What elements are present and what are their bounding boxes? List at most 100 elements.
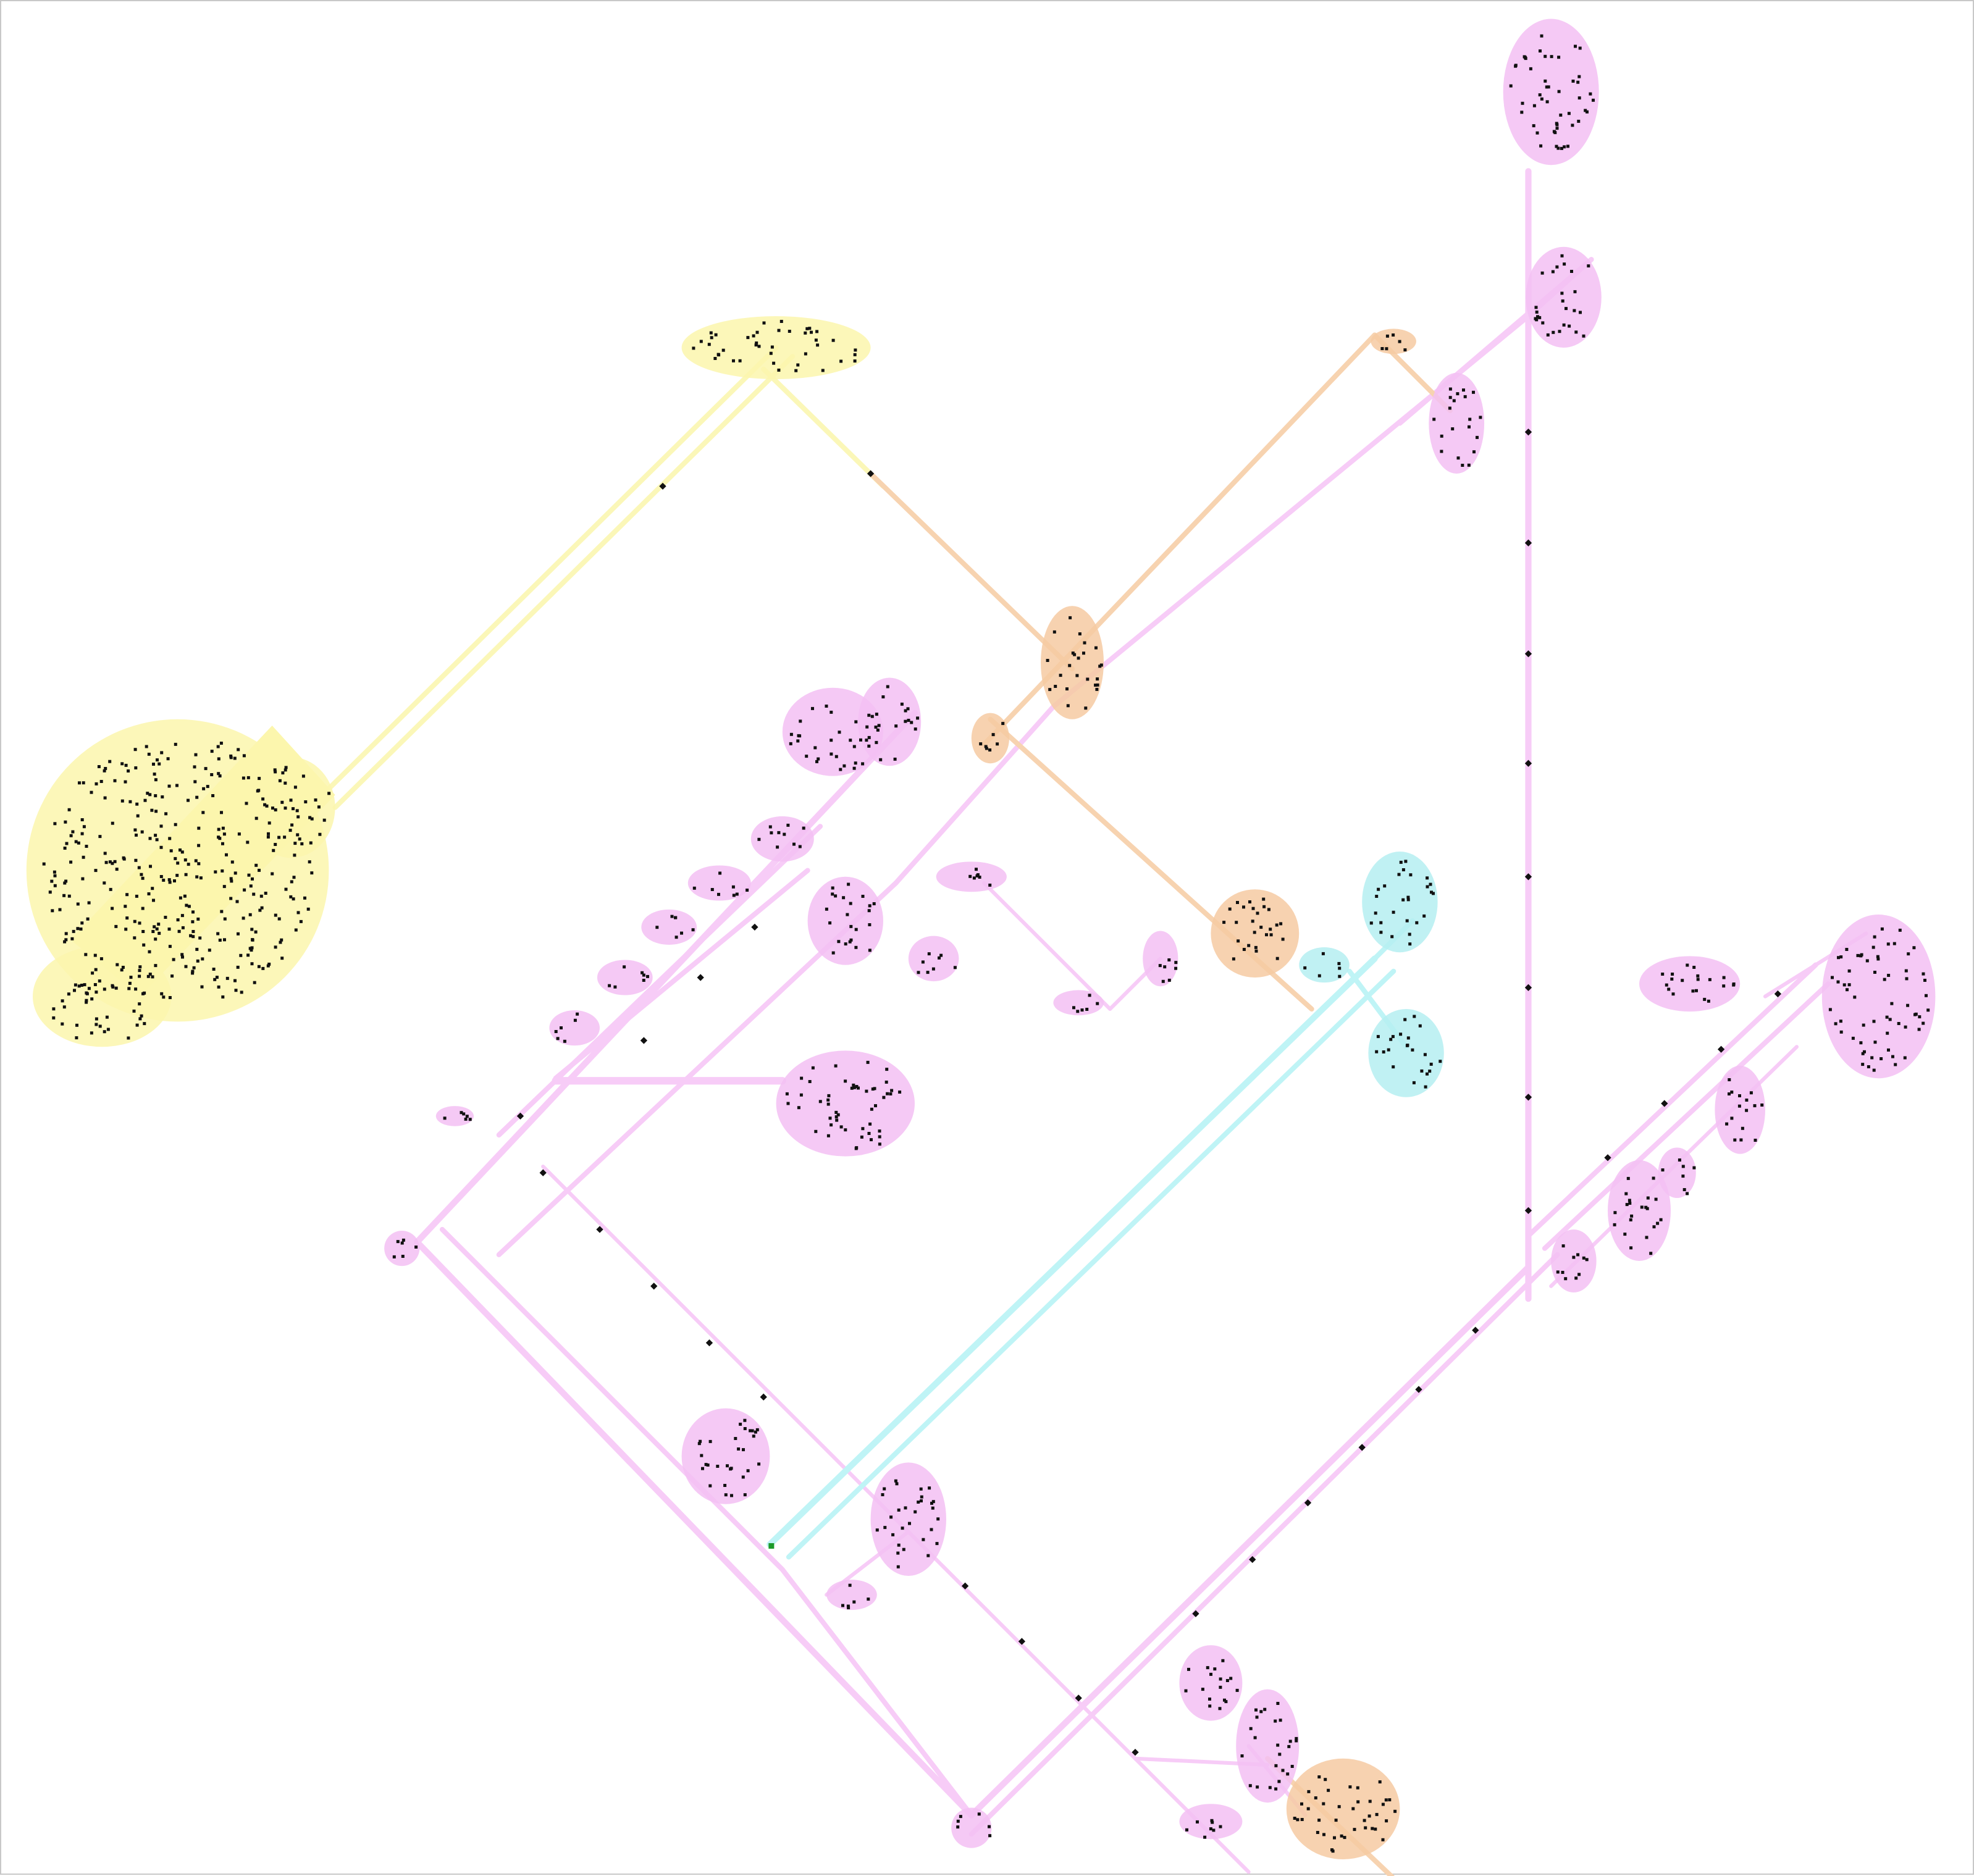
cell-871 [198,936,202,940]
cell-1107 [1430,890,1433,894]
cell-7 [1586,110,1589,114]
cell-500 [1847,969,1851,973]
cell-293 [392,1255,396,1258]
cell-509 [1725,1122,1729,1126]
cell-593 [133,919,136,923]
cell-918 [91,971,94,975]
cell-512 [1749,1091,1753,1095]
cell-116 [815,760,818,763]
cell-471 [1892,942,1896,945]
cell-794 [296,911,300,915]
cell-1125 [1392,910,1395,914]
cell-251 [854,1147,858,1150]
cell-530 [1630,1214,1634,1218]
cell-147 [777,831,781,834]
cell-848 [154,778,158,782]
region-peach-39 [1286,1758,1400,1859]
cell-641 [138,969,141,973]
cell-143 [877,724,881,727]
cell-687 [154,794,158,798]
cell-1079 [1353,1828,1356,1832]
cell-439 [1695,989,1698,992]
cell-86 [1467,463,1471,467]
cell-685 [136,814,140,818]
cell-1082 [1348,1785,1352,1789]
cell-213 [988,883,992,887]
start-marker [768,1543,775,1549]
cell-307 [716,1465,720,1468]
cell-771 [250,962,254,966]
cell-728 [184,965,188,968]
cell-30 [1547,85,1550,89]
lane-pink-7 [496,824,823,1138]
glider-6 [1524,1094,1532,1101]
cell-243 [878,1129,881,1133]
cell-246 [866,1060,870,1064]
cell-140 [875,740,878,744]
cell-412 [1196,1820,1199,1824]
cell-969 [777,368,781,372]
cell-518 [1760,1103,1764,1107]
region-peach-37 [1371,329,1416,354]
cell-1050 [1251,919,1254,923]
cell-482 [1863,1050,1866,1053]
cell-1007 [1086,677,1090,681]
cell-567 [180,953,184,957]
cell-139 [904,709,907,713]
cell-1061 [1254,945,1258,949]
cell-1089 [1364,1826,1367,1830]
cell-669 [79,928,83,931]
cell-211 [968,874,972,878]
glider-24 [1192,1610,1199,1617]
region-cyan-42 [1299,947,1350,983]
region-pink-1 [1526,246,1602,348]
cell-443 [1862,1023,1865,1027]
cell-935 [746,336,750,340]
cell-297 [401,1238,405,1242]
cell-788 [257,965,261,968]
cell-122 [811,706,814,710]
cell-1049 [1232,957,1235,961]
cell-218 [939,953,943,957]
cell-648 [168,996,172,999]
cell-1078 [1331,1849,1335,1853]
cell-1117 [1432,892,1435,895]
cell-424 [1707,999,1710,1003]
cell-383 [1254,1708,1258,1712]
cell-514 [1745,1108,1749,1112]
cell-315 [729,1467,733,1470]
cell-455 [1903,1056,1907,1060]
cell-110 [854,720,858,724]
cell-683 [216,745,220,748]
region-pink-8 [597,960,653,995]
cell-1056 [1265,933,1268,937]
cell-126 [830,752,833,756]
cell-889 [90,1031,93,1035]
cell-17 [1576,80,1580,84]
cell-742 [53,822,57,826]
cell-702 [159,824,163,828]
cell-759 [298,837,301,841]
cell-1139 [1424,1085,1427,1089]
cell-869 [292,897,295,901]
glider-11 [596,1226,603,1233]
cell-74 [1587,264,1590,268]
cell-991 [309,841,313,845]
cell-898 [94,990,98,994]
cell-495 [1870,1056,1874,1060]
cell-141 [874,726,878,729]
cell-55 [1561,299,1564,303]
cell-1160 [1303,966,1307,969]
cell-342 [896,1551,900,1555]
cell-768 [58,908,62,911]
glider-10 [539,1169,547,1176]
cell-1147 [1429,1062,1433,1066]
lane-pink-4 [893,704,1056,886]
cell-398 [1249,1727,1253,1730]
cell-337 [875,1528,879,1532]
cell-1027 [979,742,983,746]
cell-631 [116,963,119,966]
cell-763 [215,976,219,979]
